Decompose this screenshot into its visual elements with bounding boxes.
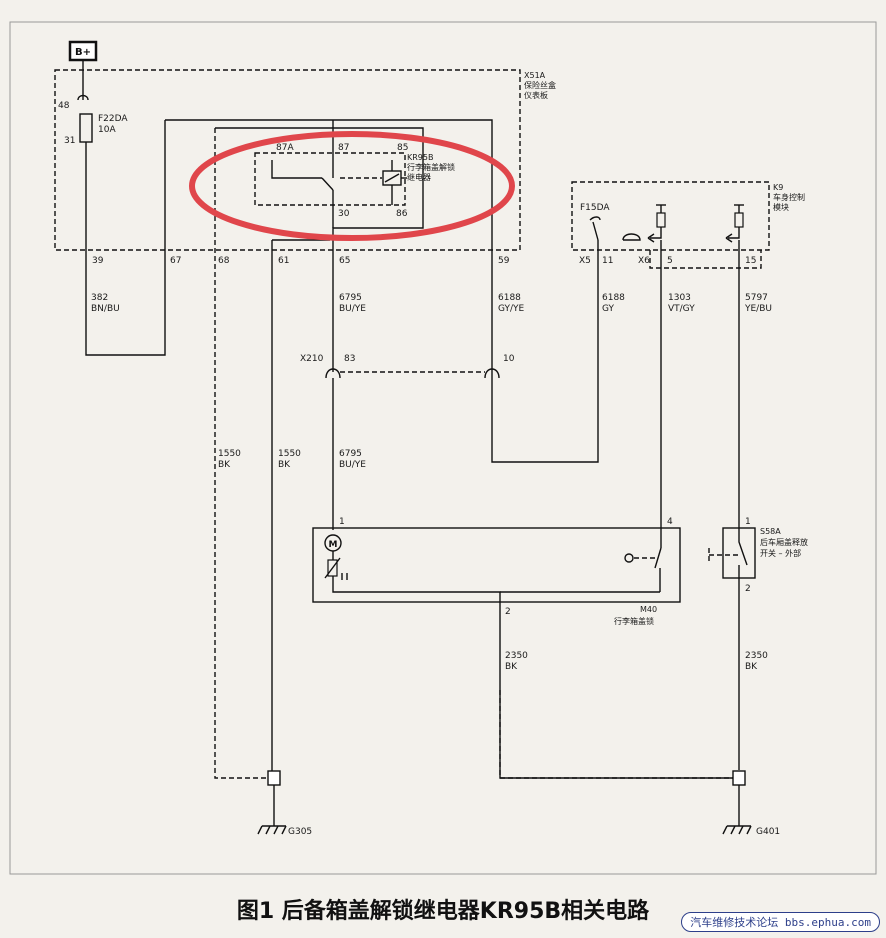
m40-pin-4: 4 [667,517,673,527]
k9-name-2: 模块 [773,202,789,212]
m40-pin-1: 1 [339,517,345,527]
relay-pin-85: 85 [397,143,408,153]
svg-text:1303: 1303 [668,293,691,303]
svg-text:BU/YE: BU/YE [339,304,366,314]
m40-box [312,527,681,603]
x210-pin-10: 10 [503,354,515,364]
svg-text:5797: 5797 [745,293,768,303]
wire-2350-a [499,606,733,779]
splice-g305 [267,770,281,786]
x210-label: X210 [300,354,324,364]
svg-text:1550: 1550 [218,449,241,459]
svg-text:BK: BK [278,460,291,470]
svg-text:BK: BK [505,662,518,672]
k9-box [571,181,770,251]
svg-text:YE/BU: YE/BU [744,304,772,314]
fuse-f22da [79,113,93,143]
x210-pin-83-mark [325,368,341,379]
k9-pin-11: 11 [602,256,613,266]
k9-fuse-label: F15DA [580,203,610,213]
x51a-pin-61: 61 [278,256,289,266]
ground-g401-label: G401 [756,827,780,837]
s58a-label: S58A [760,527,781,536]
diagram-frame [9,21,877,875]
relay-pin-87: 87 [338,143,349,153]
wire-1550-a [214,128,268,779]
k9-pin-5: 5 [667,256,673,266]
m40-name: 行李箱盖锁 [614,616,654,626]
m40-switch [654,547,662,569]
k9-fuse [589,216,601,241]
x210-pin-83: 83 [344,354,355,364]
relay-pin-87a: 87A [276,143,294,153]
battery-terminal: B+ [68,40,98,62]
svg-text:2350: 2350 [505,651,528,661]
k9-label: K9 [773,183,783,192]
svg-text:382: 382 [91,293,108,303]
s58a-name-2: 开关 – 外部 [760,548,801,558]
x51a-pin-65: 65 [339,256,350,266]
k9-conn-x6: X6 [638,256,650,266]
svg-text:BN/BU: BN/BU [91,304,120,314]
relay-kr95b [254,152,406,206]
wiring-diagram: B+ X51A 保险丝盒 仪表板 48 F22DA 10A 31 382 BN/… [9,21,877,875]
x51a-box [54,69,521,251]
m40-pin-2: 2 [505,607,511,617]
figure-caption: 图1 后备箱盖解锁继电器KR95B相关电路 [236,899,650,924]
relay-highlight-ellipse [189,131,515,241]
k9-conn-x5: X5 [579,256,591,266]
svg-text:B+: B+ [75,47,91,58]
fuse-pin-in: 48 [58,101,70,111]
x51a-pin-67: 67 [170,256,181,266]
svg-text:VT/GY: VT/GY [668,304,695,314]
x51a-pin-39: 39 [92,256,104,266]
k9-name-1: 车身控制 [773,192,805,202]
svg-text:6188: 6188 [602,293,625,303]
svg-text:GY/YE: GY/YE [498,304,525,314]
svg-text:BU/YE: BU/YE [339,460,366,470]
svg-text:6795: 6795 [339,293,362,303]
svg-text:6795: 6795 [339,449,362,459]
fuse-pin-out: 31 [64,136,75,146]
svg-text:2350: 2350 [745,651,768,661]
svg-text:BK: BK [218,460,231,470]
svg-text:M: M [329,540,338,550]
relay-label: KR95B [407,153,433,162]
fuse-rating: 10A [98,125,116,135]
wire-6188 [165,119,599,463]
splice-g401 [732,770,746,786]
relay-name-2: 继电器 [407,172,431,182]
s58a-pin-2: 2 [745,584,751,594]
k9-pin-15: 15 [745,256,756,266]
ground-g305-label: G305 [288,827,312,837]
svg-text:GY: GY [602,304,615,314]
x210-pin-10-mark [484,368,500,379]
relay-pin-30: 30 [338,209,350,219]
svg-text:6188: 6188 [498,293,521,303]
x51a-name-1: 保险丝盒 [524,80,556,90]
x51a-pin-68: 68 [218,256,230,266]
car-icon [622,233,641,241]
x51a-label: X51A [524,71,546,80]
x51a-pin-59: 59 [498,256,510,266]
s58a-name-1: 后车厢盖释放 [760,537,808,547]
svg-text:1550: 1550 [278,449,301,459]
relay-name-1: 行李箱盖解锁 [407,162,455,172]
fuse-name: F22DA [98,114,128,124]
x51a-name-2: 仪表板 [524,90,548,100]
relay-pin-86: 86 [396,209,408,219]
watermark: 汽车维修技术论坛 bbs.ephua.com [681,912,880,932]
s58a-pin-1: 1 [745,517,751,527]
wire-382 [85,120,166,356]
m40-label: M40 [640,605,657,614]
svg-text:BK: BK [745,662,758,672]
